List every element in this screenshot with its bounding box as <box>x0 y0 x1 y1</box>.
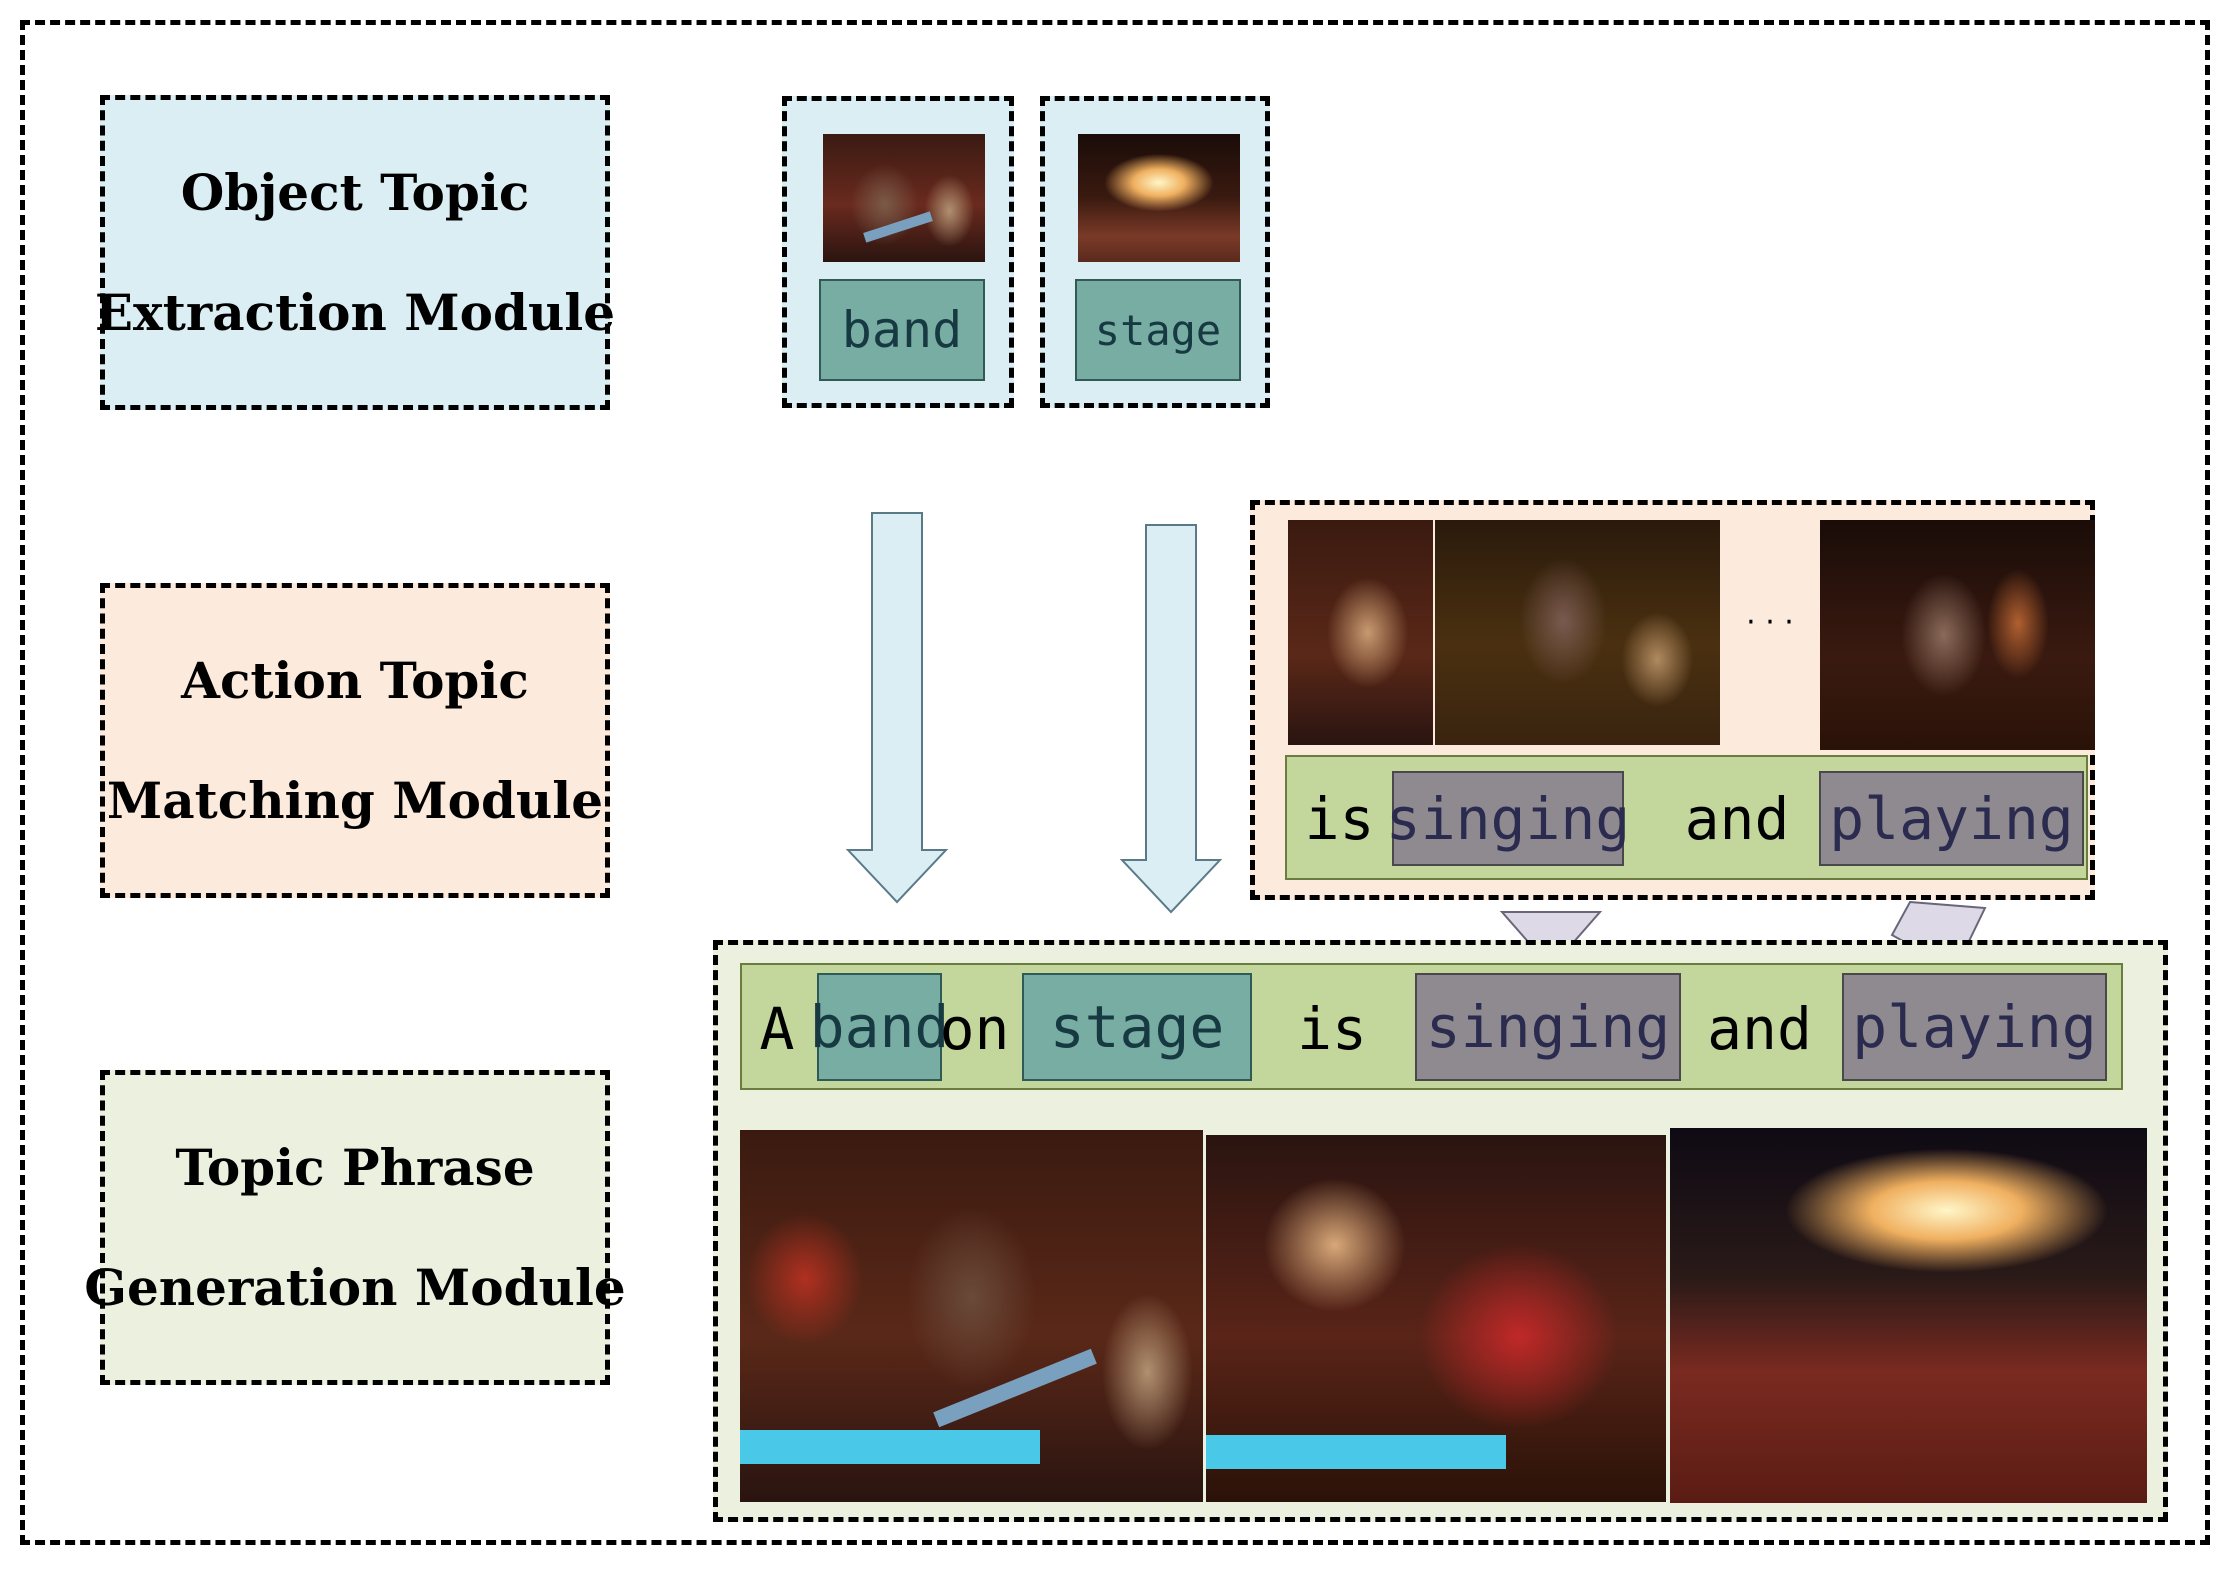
caption-word-and: and <box>1707 994 1812 1063</box>
module-label-line1: Topic Phrase <box>175 1137 535 1197</box>
caption-word-is: is <box>1297 994 1367 1063</box>
caption-word-band: band <box>810 973 949 1081</box>
object-topic-extraction-module: Object Topic Extraction Module <box>95 95 615 410</box>
action-word-and: and <box>1684 784 1790 853</box>
caption-frame-3 <box>1670 1128 2147 1503</box>
caption-panel: A band on stage is singing and playing <box>713 940 2168 1522</box>
broadcast-banner <box>740 1430 1040 1464</box>
module-label-line2: Generation Module <box>84 1257 626 1317</box>
module-label-line1: Object Topic <box>180 162 530 222</box>
stage-frame-image <box>1078 134 1240 262</box>
module-label-line2: Extraction Module <box>94 282 616 342</box>
object-word-band: band <box>819 279 985 381</box>
ellipsis-text: · · · <box>1746 605 1794 640</box>
caption-frame-2 <box>1206 1135 1666 1502</box>
action-frame-1 <box>1288 520 1433 745</box>
action-word-is: is <box>1304 784 1375 853</box>
caption-word-a: A <box>759 994 795 1063</box>
guitar-shape <box>863 211 933 243</box>
action-topic-matching-module: Action Topic Matching Module <box>100 583 610 898</box>
band-frame-image <box>823 134 985 262</box>
object-word-stage: stage <box>1075 279 1241 381</box>
caption-frame-1 <box>740 1130 1203 1502</box>
broadcast-banner <box>1206 1435 1506 1469</box>
caption-word-singing: singing <box>1415 973 1681 1081</box>
object-card-band: band <box>782 96 1014 408</box>
caption-bar: A band on stage is singing and playing <box>740 963 2123 1090</box>
caption-word-on: on <box>939 994 1010 1063</box>
action-frame-3 <box>1820 520 2095 750</box>
object-card-stage: stage <box>1040 96 1270 408</box>
outer-frame <box>20 20 2210 1545</box>
module-label-line2: Matching Module <box>106 770 604 830</box>
action-word-singing: singing <box>1386 771 1630 866</box>
guitar-shape <box>933 1348 1097 1428</box>
action-word-playing: playing <box>1819 771 2084 866</box>
action-phrase-bar: is singing and playing <box>1285 755 2088 880</box>
caption-word-playing: playing <box>1842 973 2107 1081</box>
module-label-line1: Action Topic <box>181 650 529 710</box>
action-topic-panel: · · · is singing and playing <box>1250 500 2095 900</box>
caption-word-stage: stage <box>1022 973 1252 1081</box>
action-frame-2 <box>1435 520 1720 745</box>
topic-phrase-generation-module: Topic Phrase Generation Module <box>84 1070 626 1385</box>
